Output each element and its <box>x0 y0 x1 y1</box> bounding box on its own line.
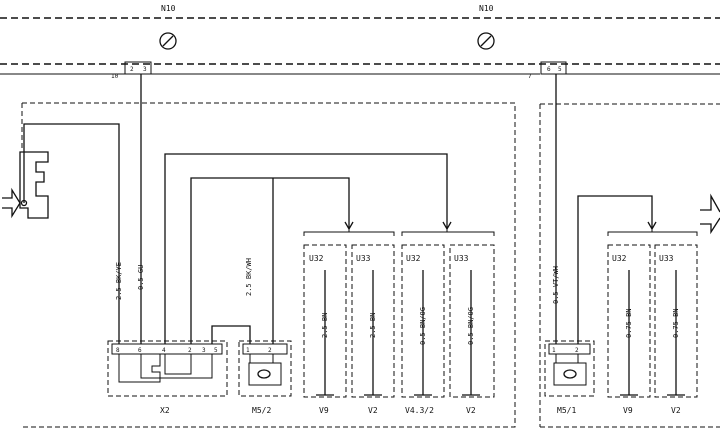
wire-w1 <box>23 123 120 344</box>
component-x2: 8 6 4 2 3 5 X2 <box>107 340 228 415</box>
component-label-x2: X2 <box>160 406 170 415</box>
variant-wire-label: 2.5 BN <box>321 313 329 338</box>
variant-brace-2 <box>401 221 495 236</box>
variant-top-label: U33 <box>356 254 371 263</box>
variant-bottom-label: V2 <box>466 406 476 415</box>
variant-top-label: U33 <box>659 254 674 263</box>
variant-wire-label: 0.75 BN <box>672 308 680 338</box>
variant-wire-label: 0.5 BN/OG <box>419 307 427 345</box>
ground-symbol-left <box>159 32 177 50</box>
wire-to-variants-2 <box>164 153 448 344</box>
variant-top-label: U32 <box>612 254 627 263</box>
motor-icon <box>257 369 271 379</box>
motor-icon <box>563 369 577 379</box>
variant-bottom-label: V2 <box>368 406 378 415</box>
left-harness-connector <box>2 151 49 219</box>
variant-box: U32 0.75 BN V9 <box>607 244 651 415</box>
component-m5-2: 1 2 M5/2 <box>238 340 292 415</box>
x2-pin: 2 <box>188 347 192 354</box>
component-label-m5-2: M5/2 <box>252 406 271 415</box>
variant-brace-3 <box>607 221 698 236</box>
wire-label-w4: 0.5 VT/WH <box>552 266 560 304</box>
bus-connector-left: 10 2 3 <box>111 61 152 80</box>
bus-label-right: N10 <box>479 4 494 13</box>
wire-to-variants-1 <box>190 177 350 344</box>
variant-wire-label: 2.5 BN <box>369 313 377 338</box>
bus-connector-right: 7 6 5 <box>528 61 567 80</box>
variant-top-label: U32 <box>406 254 421 263</box>
m52-pin: 1 <box>246 347 250 354</box>
variant-bottom-label: V4.3/2 <box>405 406 434 415</box>
variant-wire-label: 0.5 BN/OG <box>467 307 475 345</box>
connector-pin: 3 <box>143 66 147 73</box>
m51-pin: 2 <box>575 347 579 354</box>
wire-to-variants-3 <box>577 195 653 344</box>
connector-index-left: 10 <box>111 73 119 80</box>
m51-pin: 1 <box>552 347 556 354</box>
variant-bottom-label: V9 <box>319 406 329 415</box>
bus-label-left: N10 <box>161 4 176 13</box>
n10-bus: N10 N10 <box>0 4 720 75</box>
connector-pin: 6 <box>547 66 551 73</box>
component-m5-1: 1 2 M5/1 <box>544 340 595 415</box>
x2-pin: 5 <box>214 347 218 354</box>
wire-label-w1: 2.5 BK/YE <box>115 262 123 300</box>
m52-pin: 2 <box>268 347 272 354</box>
variant-top-label: U33 <box>454 254 469 263</box>
x2-pin: 4 <box>162 347 166 354</box>
x2-pin: 6 <box>138 347 142 354</box>
variant-box: U33 0.5 BN/OG V2 <box>449 244 495 415</box>
wire-label-w3: 2.5 BK/WH <box>245 258 253 296</box>
variant-brace-1 <box>303 221 395 236</box>
variant-box: U33 2.5 BN V2 <box>351 244 395 415</box>
connector-pin: 2 <box>130 66 134 73</box>
ground-symbol-right <box>477 32 495 50</box>
variant-wire-label: 0.75 BN <box>625 308 633 338</box>
left-section-frame <box>22 102 516 428</box>
connector-index-right: 7 <box>528 73 532 80</box>
wire-x2-m52 <box>211 325 251 344</box>
right-continuation-arrow <box>700 193 720 235</box>
variant-box: U32 2.5 BN V9 <box>303 244 347 415</box>
wire-label-w2: 0.5 GU <box>137 265 145 290</box>
variant-top-label: U32 <box>309 254 324 263</box>
x2-pin: 3 <box>202 347 206 354</box>
component-label-m5-1: M5/1 <box>557 406 576 415</box>
variant-box: U33 0.75 BN V2 <box>654 244 698 415</box>
variant-bottom-label: V2 <box>671 406 681 415</box>
x2-pin: 8 <box>116 347 120 354</box>
connector-pin: 5 <box>558 66 562 73</box>
variant-bottom-label: V9 <box>623 406 633 415</box>
variant-box: U32 0.5 BN/OG V4.3/2 <box>401 244 445 415</box>
